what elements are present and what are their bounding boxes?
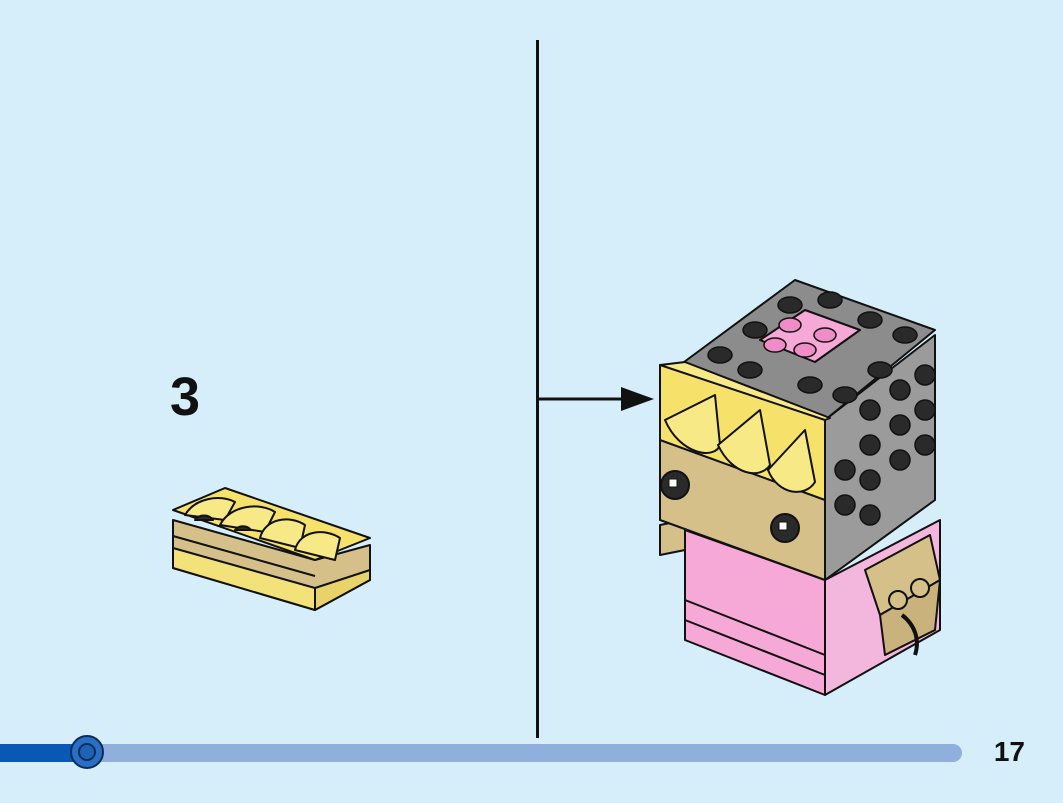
step-divider <box>536 40 539 738</box>
callout-arrow-icon <box>538 387 654 411</box>
page-number: 17 <box>993 736 1025 767</box>
hair-piece-illustration <box>172 487 371 611</box>
progress-fill <box>0 744 87 762</box>
step-number: 3 <box>170 367 201 427</box>
progress-bar <box>0 735 962 769</box>
brickheadz-model-illustration <box>659 279 941 696</box>
progress-knob[interactable] <box>70 735 104 769</box>
